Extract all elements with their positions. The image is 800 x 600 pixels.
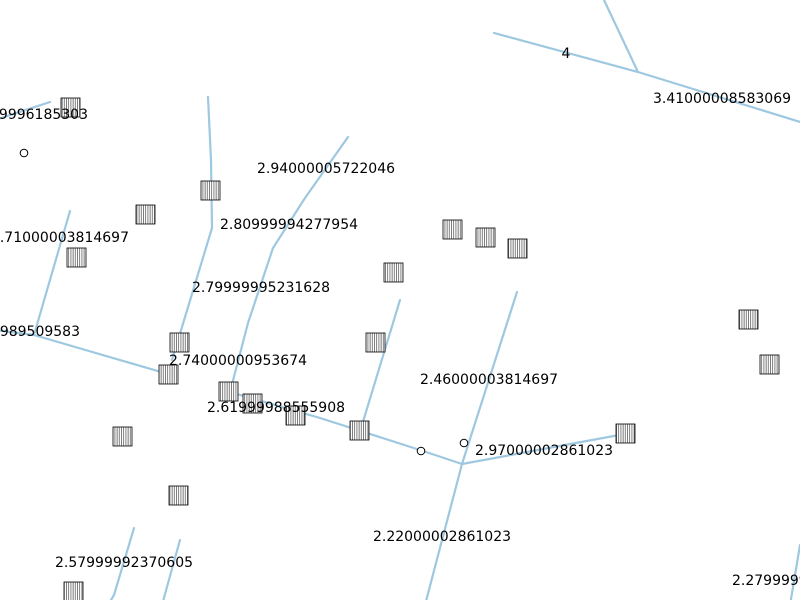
hatched-building-icon[interactable]: [475, 227, 496, 248]
hatched-building-icon[interactable]: [442, 219, 463, 240]
hatched-building-icon[interactable]: [507, 238, 528, 259]
hatched-building-icon[interactable]: [365, 332, 386, 353]
junction-node-icon[interactable]: [459, 438, 469, 448]
hatched-building-icon[interactable]: [738, 309, 759, 330]
hatched-building-icon[interactable]: [218, 381, 239, 402]
road-label: 2.22000002861023: [373, 529, 511, 545]
road-label: 3.41000008583069: [653, 91, 791, 107]
hatched-building-icon[interactable]: [759, 354, 780, 375]
road-label: 2.27999997138977: [732, 573, 800, 589]
hatched-building-icon[interactable]: [349, 420, 370, 441]
hatched-building-icon[interactable]: [168, 485, 189, 506]
hatched-building-icon[interactable]: [242, 393, 263, 414]
road-label: 2.94000005722046: [257, 161, 395, 177]
poi-layer: [60, 97, 780, 600]
road-segment[interactable]: [162, 538, 182, 600]
junction-node-icon[interactable]: [416, 446, 426, 456]
road-segment[interactable]: [789, 543, 800, 600]
road-label: 2.99999996185303: [0, 107, 88, 123]
node-layer: [19, 148, 469, 456]
road-label: 2.46000003814697: [420, 372, 558, 388]
hatched-building-icon[interactable]: [285, 405, 306, 426]
hatched-building-icon[interactable]: [60, 97, 81, 118]
road-segment[interactable]: [0, 329, 36, 337]
junction-node-icon[interactable]: [19, 148, 29, 158]
road-label: 2.97000002861023: [475, 443, 613, 459]
road-label: 4: [562, 46, 571, 62]
road-segment[interactable]: [228, 135, 350, 394]
hatched-building-icon[interactable]: [615, 423, 636, 444]
hatched-building-icon[interactable]: [169, 332, 190, 353]
road-segment[interactable]: [492, 31, 800, 125]
road-label: 2.57999992370605: [55, 555, 193, 571]
road-segment[interactable]: [602, 0, 640, 74]
road-segment[interactable]: [460, 431, 632, 466]
hatched-building-icon[interactable]: [383, 262, 404, 283]
road-label: 2.97999989509583: [0, 324, 80, 340]
label-layer: 4 3.41000008583069 2.99999996185303 2.94…: [0, 46, 800, 589]
road-segment[interactable]: [0, 100, 52, 120]
road-segment[interactable]: [228, 390, 464, 466]
road-label: 2.74000000953674: [169, 353, 307, 369]
road-label: 2.71000003814697: [0, 230, 129, 246]
road-segment[interactable]: [108, 526, 136, 600]
road-segment[interactable]: [360, 298, 402, 427]
hatched-building-icon[interactable]: [66, 247, 87, 268]
hatched-building-icon[interactable]: [63, 581, 84, 600]
road-label: 2.80999994277954: [220, 217, 358, 233]
hatched-building-icon[interactable]: [112, 426, 133, 447]
hatched-building-icon[interactable]: [135, 204, 156, 225]
road-segment[interactable]: [170, 95, 214, 362]
hatched-building-icon[interactable]: [200, 180, 221, 201]
hatched-building-icon[interactable]: [158, 364, 179, 385]
road-label: 2.79999995231628: [192, 280, 330, 296]
road-label: 2.61999988555908: [207, 400, 345, 416]
